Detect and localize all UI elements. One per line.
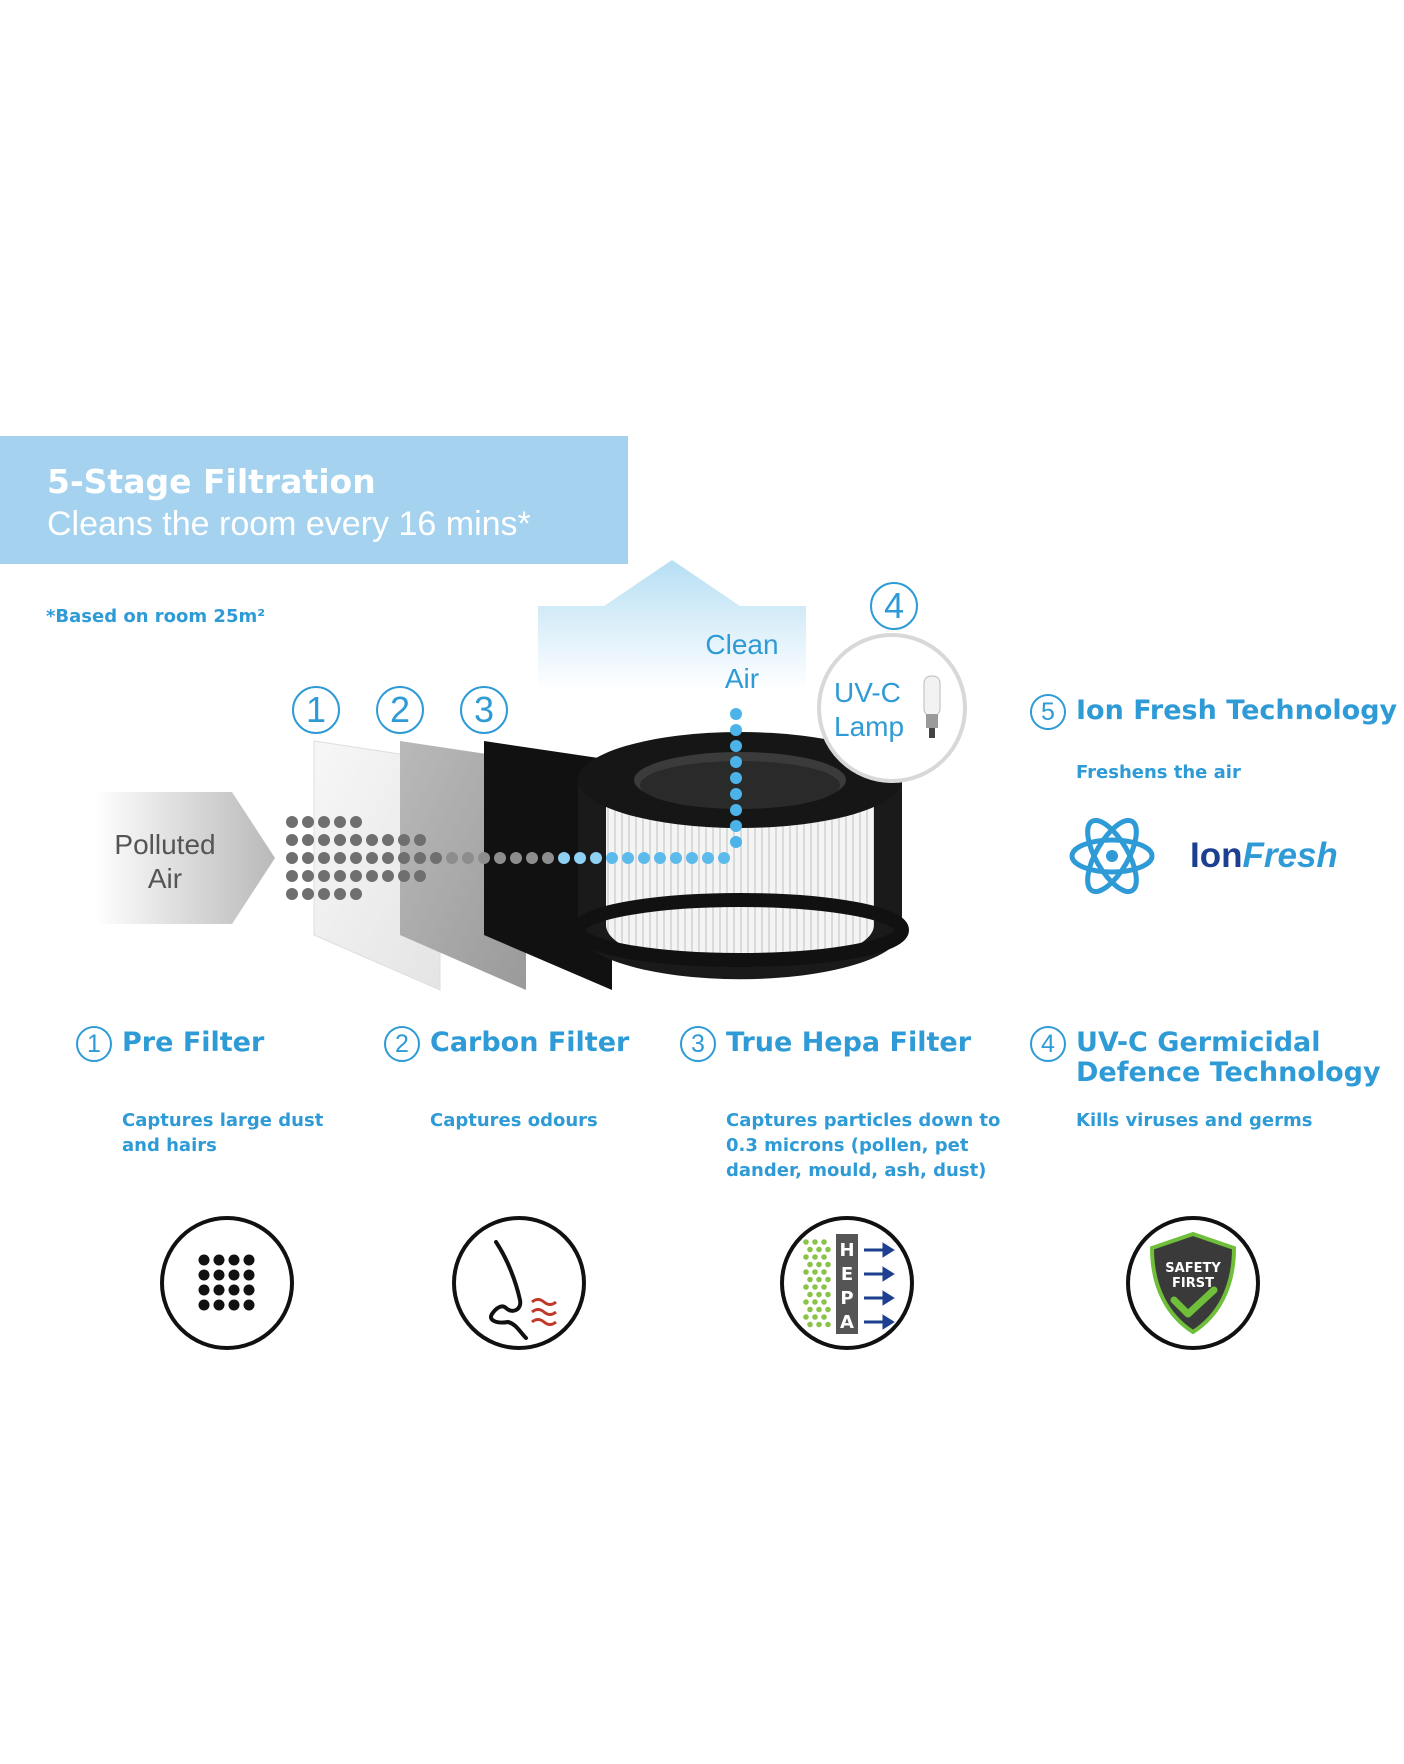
- stage-2-description: Captures odours: [430, 1110, 598, 1131]
- polluted-air-label: Polluted Air: [114, 829, 216, 894]
- diagram-stage-1-number: 1: [292, 686, 340, 734]
- dots-grid-icon: [160, 1216, 294, 1350]
- svg-text:FIRST: FIRST: [1172, 1276, 1214, 1291]
- diagram-stage-3-number: 3: [460, 686, 508, 734]
- svg-text:H: H: [839, 1240, 854, 1261]
- uvc-bulb-icon: [923, 675, 941, 738]
- footnote: *Based on room 25m²: [46, 606, 266, 627]
- diagram-stage-4-number: 4: [870, 582, 918, 630]
- clean-air-arrow: [538, 560, 806, 690]
- ion-fresh-number: 5: [1030, 694, 1066, 730]
- uvc-lamp-label: UV-C Lamp: [834, 677, 905, 742]
- svg-text:A: A: [840, 1312, 854, 1333]
- stage-4-title: UV-C Germicidal Defence Technology: [1076, 1027, 1381, 1088]
- hepa-icon: H E P A: [780, 1216, 914, 1350]
- svg-text:SAFETY: SAFETY: [1165, 1261, 1221, 1276]
- polluted-air-arrow: [94, 792, 275, 924]
- stage-3-title: True Hepa Filter: [726, 1027, 972, 1058]
- stage-3-number: 3: [680, 1026, 716, 1062]
- ion-fresh-logo: IonFresh: [1190, 836, 1338, 875]
- page-subtitle: Cleans the room every 16 mins*: [47, 505, 531, 543]
- ion-fresh-title: Ion Fresh Technology: [1076, 695, 1398, 726]
- atom-icon: [1069, 817, 1155, 895]
- stage-3-description: Captures particles down to 0.3 microns (…: [726, 1110, 1001, 1181]
- stage-1-description: Captures large dust and hairs: [122, 1110, 324, 1156]
- header-banner: [0, 436, 628, 564]
- svg-text:E: E: [841, 1264, 853, 1285]
- nose-odour-icon: [452, 1216, 586, 1350]
- stage-2-title: Carbon Filter: [430, 1027, 630, 1058]
- diagram-stage-2-number: 2: [376, 686, 424, 734]
- uvc-lamp-circle: [817, 633, 967, 783]
- svg-text:P: P: [840, 1288, 853, 1309]
- stage-4-number: 4: [1030, 1026, 1066, 1062]
- stage-4-description: Kills viruses and germs: [1076, 1110, 1313, 1131]
- page-title: 5-Stage Filtration: [47, 462, 376, 501]
- stage-1-number: 1: [76, 1026, 112, 1062]
- safety-shield-icon: SAFETY FIRST: [1126, 1216, 1260, 1350]
- ion-fresh-description: Freshens the air: [1076, 762, 1241, 783]
- stage-2-number: 2: [384, 1026, 420, 1062]
- clean-air-label: Clean Air: [705, 629, 779, 694]
- stage-1-title: Pre Filter: [122, 1027, 265, 1058]
